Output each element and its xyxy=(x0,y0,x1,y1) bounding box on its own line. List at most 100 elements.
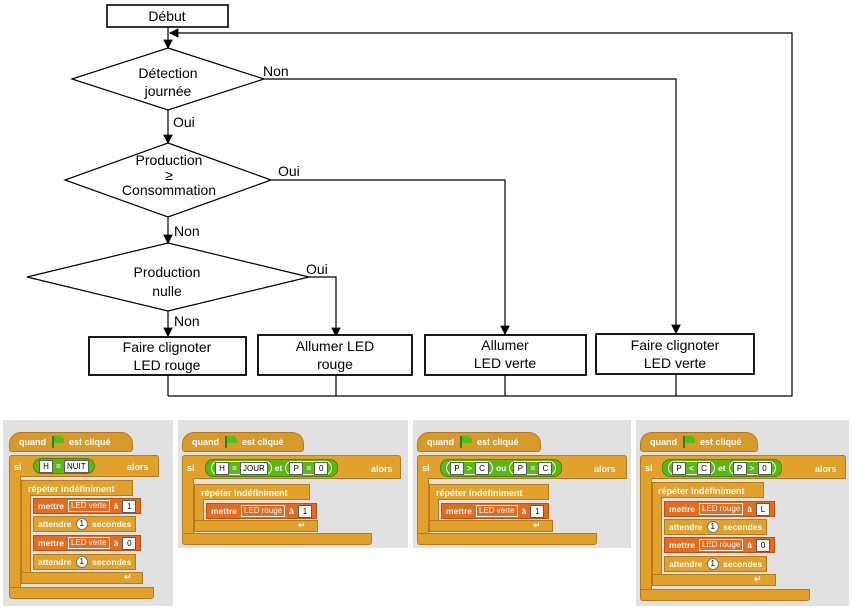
wait-block-2[interactable]: attendre 1 secondes xyxy=(664,556,768,572)
prodnulle-line2: nulle xyxy=(152,283,182,299)
condition-a[interactable]: P < C xyxy=(668,461,715,475)
value-input[interactable]: 1 xyxy=(530,504,545,518)
set-block-1[interactable]: mettre LED rouge à L xyxy=(664,501,775,517)
hat-block[interactable]: quand est cliqué xyxy=(640,432,758,452)
to-label: à xyxy=(747,504,752,514)
variable-dropdown[interactable]: LED rouge xyxy=(698,539,744,551)
allumer-verte-line2: LED verte xyxy=(474,355,536,371)
scratch-panel-2: quand est cliqué si H = JOUR et P = 0 al… xyxy=(178,420,408,548)
set-block[interactable]: mettre LED verte à 1 xyxy=(441,503,550,519)
condition-b[interactable]: P = 0 xyxy=(285,461,333,475)
condition-rhs[interactable]: C xyxy=(538,461,553,475)
loop-arrow-icon: ↵ xyxy=(754,574,762,584)
condition-and[interactable]: P < C et P > 0 xyxy=(662,459,782,477)
hat-when-label: quand xyxy=(192,437,219,447)
condition-lhs[interactable]: H xyxy=(215,461,229,475)
prodconso-line3: Consommation xyxy=(122,182,216,198)
edge-label-non3: Non xyxy=(174,313,200,329)
wait-label: attendre xyxy=(38,557,72,567)
if-label: si xyxy=(422,463,430,473)
condition-lhs[interactable]: P xyxy=(289,461,304,475)
seconds-label: secondes xyxy=(723,559,763,569)
forever-arm xyxy=(21,495,31,573)
wait-block-2[interactable]: attendre 1 secondes xyxy=(33,554,137,570)
condition-lhs[interactable]: P xyxy=(450,461,464,475)
condition-lhs[interactable]: H xyxy=(39,459,53,473)
to-label: à xyxy=(521,506,527,516)
equals-operator: = xyxy=(232,463,237,473)
if-block-foot xyxy=(640,589,810,601)
condition-or[interactable]: P > C ou P = C xyxy=(440,459,563,477)
seconds-label: secondes xyxy=(92,519,132,529)
detection-line1: Détection xyxy=(138,65,197,81)
hat-block[interactable]: quand est cliqué xyxy=(417,432,541,452)
hat-block[interactable]: quand est cliqué xyxy=(182,432,304,452)
hat-clicked-label: est cliqué xyxy=(477,437,519,447)
hat-when-label: quand xyxy=(650,437,677,447)
action-clignoter-verte xyxy=(595,333,755,375)
wait-block-1[interactable]: attendre 1 secondes xyxy=(664,519,768,535)
forever-label: répéter indéfiniment xyxy=(658,486,745,496)
forever-arm xyxy=(429,499,439,521)
if-block-foot xyxy=(182,533,372,545)
condition-rhs[interactable]: C xyxy=(696,461,711,475)
forever-block[interactable] xyxy=(21,480,133,496)
equals-operator: = xyxy=(530,463,536,473)
condition-and[interactable]: H = JOUR et P = 0 xyxy=(205,459,339,477)
wait-input[interactable]: 1 xyxy=(75,518,88,530)
set-label: mettre xyxy=(211,506,237,516)
edge-label-non2: Non xyxy=(174,223,200,239)
value-input[interactable]: 0 xyxy=(122,536,137,550)
condition-b[interactable]: P = C xyxy=(509,461,557,475)
wait-block-1[interactable]: attendre 1 secondes xyxy=(33,516,137,532)
hat-block[interactable]: quand est cliqué xyxy=(9,432,133,452)
forever-block[interactable] xyxy=(429,484,549,500)
if-label: si xyxy=(645,463,653,473)
value-input[interactable]: 1 xyxy=(297,504,312,518)
equals-operator: = xyxy=(306,463,312,473)
variable-dropdown[interactable]: LED verte xyxy=(475,505,518,517)
set-block-2[interactable]: mettre LED verte à 0 xyxy=(33,535,142,551)
value-input[interactable]: 0 xyxy=(755,538,770,552)
condition-lhs[interactable]: P xyxy=(732,461,747,475)
set-block-1[interactable]: mettre LED verte à 1 xyxy=(33,498,142,514)
set-block-2[interactable]: mettre LED rouge à 0 xyxy=(664,537,775,553)
wait-input[interactable]: 1 xyxy=(75,556,88,568)
condition-rhs[interactable]: JOUR xyxy=(239,461,268,475)
variable-dropdown[interactable]: LED verte xyxy=(67,500,110,512)
forever-block[interactable] xyxy=(652,482,764,498)
set-label: mettre xyxy=(38,538,64,548)
set-label: mettre xyxy=(446,506,472,516)
set-block[interactable]: mettre LED rouge à 1 xyxy=(206,503,317,519)
value-input[interactable]: L xyxy=(755,502,770,516)
value-input[interactable]: 1 xyxy=(122,499,137,513)
less-operator: < xyxy=(689,463,694,473)
forever-block[interactable] xyxy=(194,484,310,500)
allumer-verte-line1: Allumer xyxy=(481,337,529,353)
clignoter-verte-line1: Faire clignoter xyxy=(631,337,720,353)
edge-label-oui3: Oui xyxy=(306,261,328,277)
condition-b[interactable]: P > 0 xyxy=(728,461,776,475)
wait-input[interactable]: 1 xyxy=(706,521,719,533)
condition-rhs[interactable]: NUIT xyxy=(63,459,89,473)
condition-lhs[interactable]: P xyxy=(672,461,686,475)
variable-dropdown[interactable]: LED rouge xyxy=(698,503,744,515)
flowchart: Début Détection journée Production ≥ Con… xyxy=(26,4,793,397)
prodconso-line1: Production xyxy=(136,152,203,168)
wait-input[interactable]: 1 xyxy=(706,558,719,570)
condition-equals[interactable]: H = NUIT xyxy=(33,458,95,474)
variable-dropdown[interactable]: LED verte xyxy=(67,537,110,549)
condition-lhs[interactable]: P xyxy=(513,461,528,475)
condition-a[interactable]: H = JOUR xyxy=(211,461,272,475)
to-label: à xyxy=(747,540,752,550)
action-allumer-rouge xyxy=(257,334,413,376)
forever-foot xyxy=(21,572,143,584)
forever-label: répéter indéfiniment xyxy=(436,488,523,498)
condition-rhs[interactable]: 0 xyxy=(314,461,329,475)
green-flag-icon xyxy=(51,436,64,448)
variable-dropdown[interactable]: LED rouge xyxy=(240,505,286,517)
condition-rhs[interactable]: 0 xyxy=(757,461,772,475)
if-block-foot xyxy=(417,533,597,545)
condition-rhs[interactable]: C xyxy=(474,461,489,475)
condition-a[interactable]: P > C xyxy=(446,461,493,475)
